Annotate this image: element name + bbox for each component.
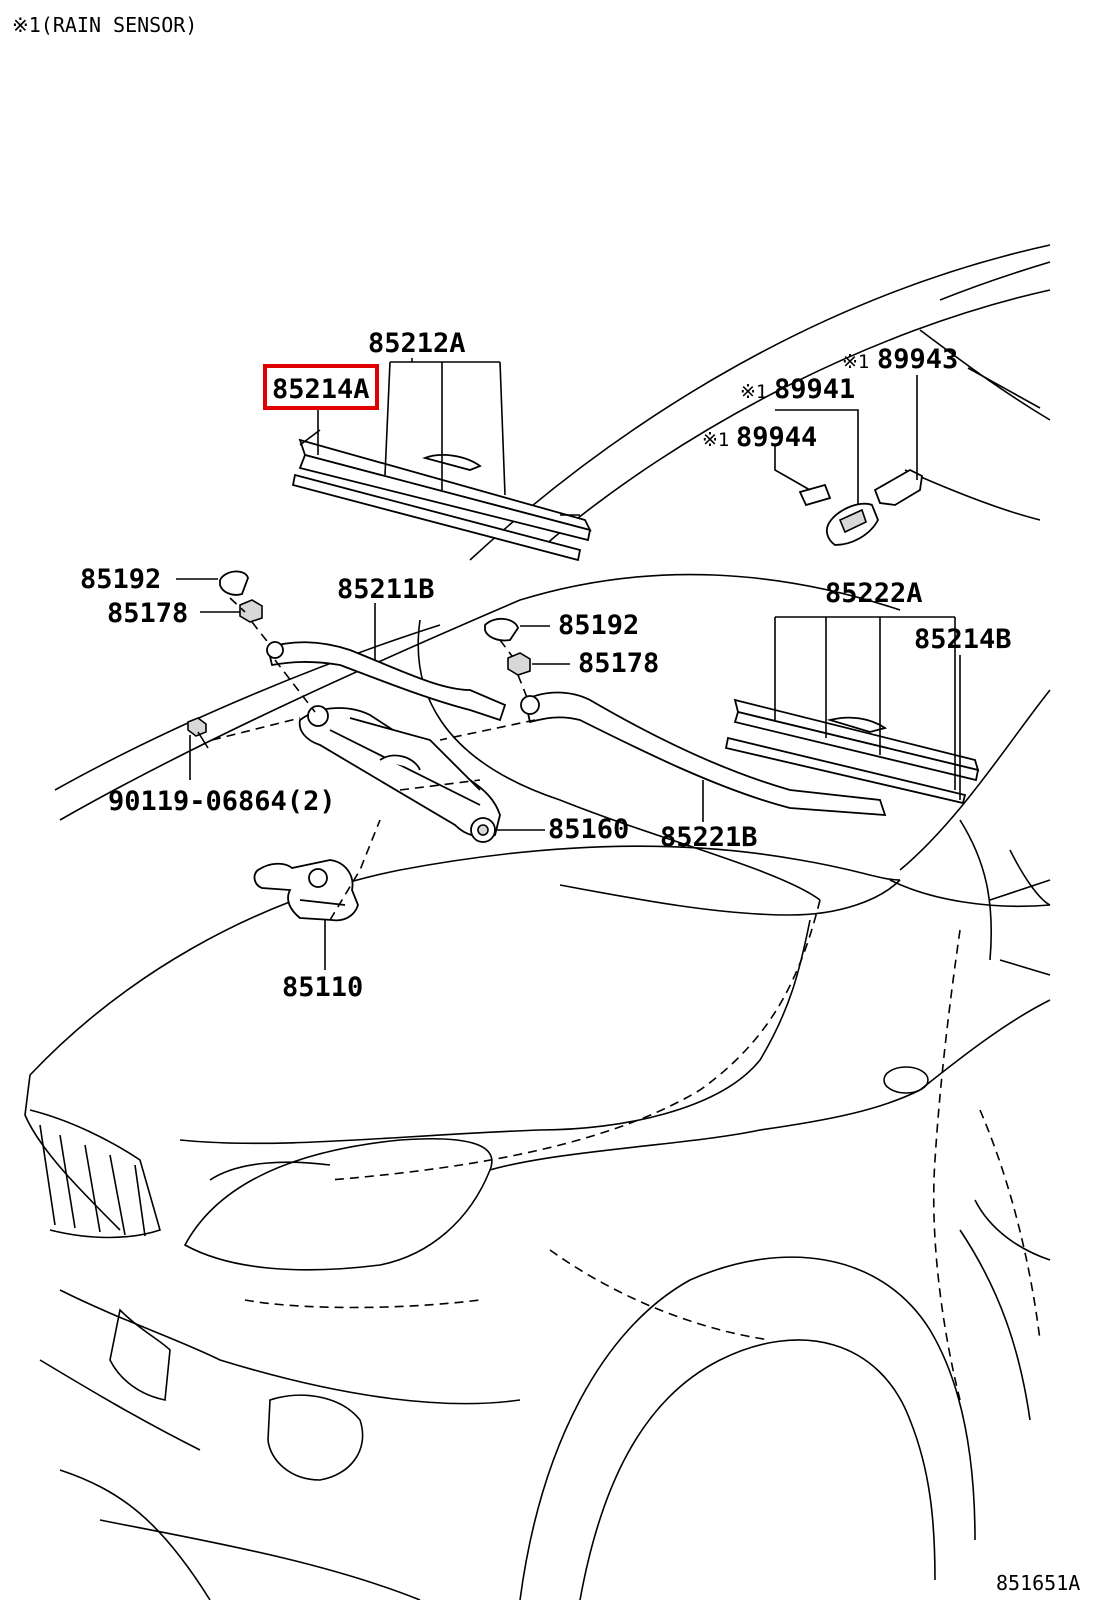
label-85212A: 85212A	[368, 328, 466, 359]
wiper-motor	[253, 859, 359, 922]
label-85214B: 85214B	[914, 624, 1012, 655]
part-labels: 85212A 85214A 85192 85178 85211B 85192 8…	[80, 328, 1012, 1003]
label-85160: 85160	[548, 814, 629, 845]
label-85192-left: 85192	[80, 564, 161, 595]
label-85214A: 85214A	[272, 374, 370, 405]
rain-mark-89941: ※1	[740, 381, 767, 403]
diagram-code: 851651A	[996, 1571, 1080, 1595]
pivot-nut-right	[507, 652, 531, 676]
rain-mark-89943: ※1	[842, 351, 869, 373]
label-85211B: 85211B	[337, 574, 435, 605]
rain-sensor-gel-sheet	[798, 483, 832, 507]
assembly-dashed-lines	[211, 597, 536, 921]
pivot-cap-left	[219, 570, 249, 596]
pivot-cap-right	[484, 618, 519, 642]
highlight-box-85214A	[263, 364, 379, 410]
right-wiper-blade	[724, 698, 980, 805]
left-wiper-blade	[291, 429, 592, 562]
label-85221B: 85221B	[660, 822, 758, 853]
leader-lines	[176, 358, 1041, 970]
label-85222A: 85222A	[825, 578, 923, 609]
label-89944: 89944	[736, 422, 817, 453]
rain-sensor-note: ※1(RAIN SENSOR)	[12, 13, 197, 37]
label-90119-06864: 90119-06864(2)	[108, 786, 336, 817]
rain-mark-89944: ※1	[702, 429, 729, 451]
label-85110: 85110	[282, 972, 363, 1003]
label-85178-left: 85178	[107, 598, 188, 629]
label-85178-right: 85178	[578, 648, 659, 679]
bolt	[187, 717, 209, 749]
label-85192-right: 85192	[558, 610, 639, 641]
rain-sensor-unit	[825, 502, 879, 546]
right-wiper-arm	[520, 691, 887, 816]
left-wiper-arm	[266, 641, 507, 722]
label-89943: 89943	[877, 344, 958, 375]
wiper-link-assembly	[298, 705, 501, 843]
pivot-nut-left	[239, 599, 263, 623]
rain-sensor-cover	[873, 468, 923, 506]
label-89941: 89941	[774, 374, 855, 405]
vehicle-body-outline	[24, 244, 1051, 1600]
